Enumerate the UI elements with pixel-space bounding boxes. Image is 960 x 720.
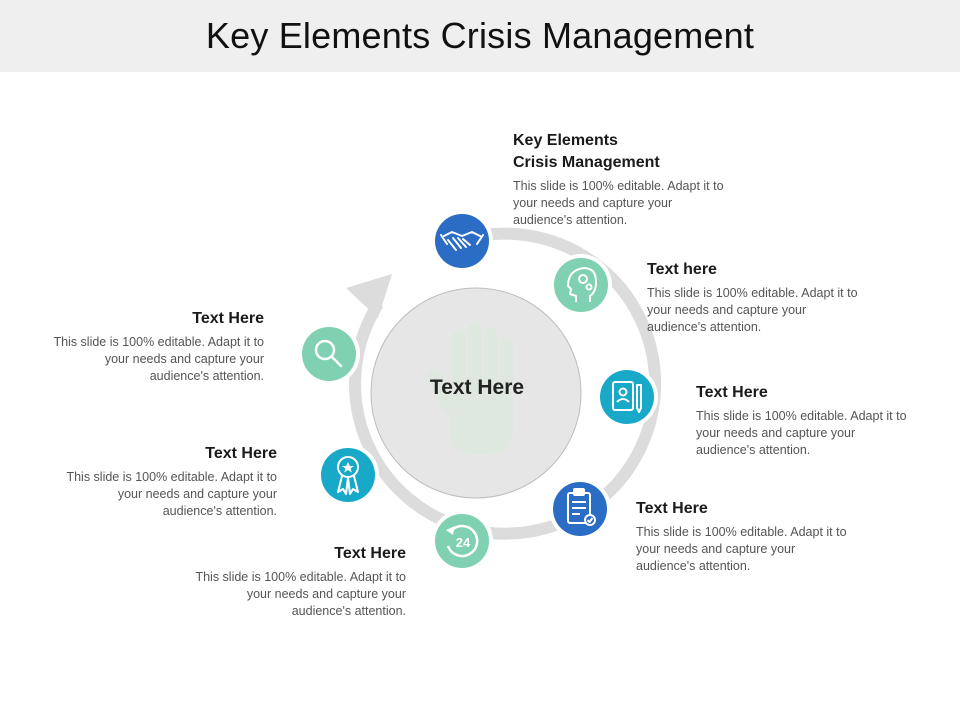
block-heading: Key Elements Crisis Management xyxy=(513,130,733,174)
node-award xyxy=(317,444,379,506)
block-body: This slide is 100% editable. Adapt it to… xyxy=(636,525,847,573)
text-block-2: Text here This slide is 100% editable. A… xyxy=(647,259,867,336)
block-heading: Text Here xyxy=(205,445,277,462)
node-clock-24: 24 xyxy=(431,510,493,572)
block-body: This slide is 100% editable. Adapt it to… xyxy=(513,179,724,227)
text-block-5: Text Here This slide is 100% editable. A… xyxy=(186,543,406,620)
block-body: This slide is 100% editable. Adapt it to… xyxy=(66,470,277,518)
block-heading: Text Here xyxy=(334,545,406,562)
head-gears-icon xyxy=(567,267,597,302)
svg-text:24: 24 xyxy=(456,535,471,550)
node-contact-book xyxy=(596,366,658,428)
text-block-1: Key Elements Crisis Management This slid… xyxy=(513,130,733,229)
text-block-4: Text Here This slide is 100% editable. A… xyxy=(636,498,856,575)
node-handshake xyxy=(431,210,493,272)
block-heading: Text Here xyxy=(636,500,708,517)
award-ribbon-icon xyxy=(337,456,359,495)
block-heading-line-1: Key Elements xyxy=(513,132,618,149)
text-block-3: Text Here This slide is 100% editable. A… xyxy=(696,382,916,459)
block-body: This slide is 100% editable. Adapt it to… xyxy=(53,335,264,383)
cycle-arrow-head xyxy=(346,274,392,318)
contact-book-icon xyxy=(612,381,642,413)
hand-icon xyxy=(427,322,513,454)
block-body: This slide is 100% editable. Adapt it to… xyxy=(195,570,406,618)
text-block-7: Text Here This slide is 100% editable. A… xyxy=(44,308,264,385)
center-label: Text Here xyxy=(429,376,525,399)
handshake-icon xyxy=(440,231,484,251)
block-heading: Text here xyxy=(647,261,717,278)
block-body: This slide is 100% editable. Adapt it to… xyxy=(647,286,858,334)
node-head-gears xyxy=(550,254,612,316)
magnifier-icon xyxy=(314,339,343,368)
block-heading-line-2: Crisis Management xyxy=(513,154,660,171)
page-title: Key Elements Crisis Management xyxy=(205,15,755,56)
clock-24-icon: 24 xyxy=(446,524,479,558)
clipboard-check-icon xyxy=(567,488,596,526)
text-block-6: Text Here This slide is 100% editable. A… xyxy=(57,443,277,520)
block-body: This slide is 100% editable. Adapt it to… xyxy=(696,409,907,457)
node-magnifier xyxy=(298,323,360,385)
node-clipboard xyxy=(549,478,611,540)
title-bar: Key Elements Crisis Management xyxy=(0,0,960,72)
block-heading: Text Here xyxy=(192,310,264,327)
block-heading: Text Here xyxy=(696,384,768,401)
